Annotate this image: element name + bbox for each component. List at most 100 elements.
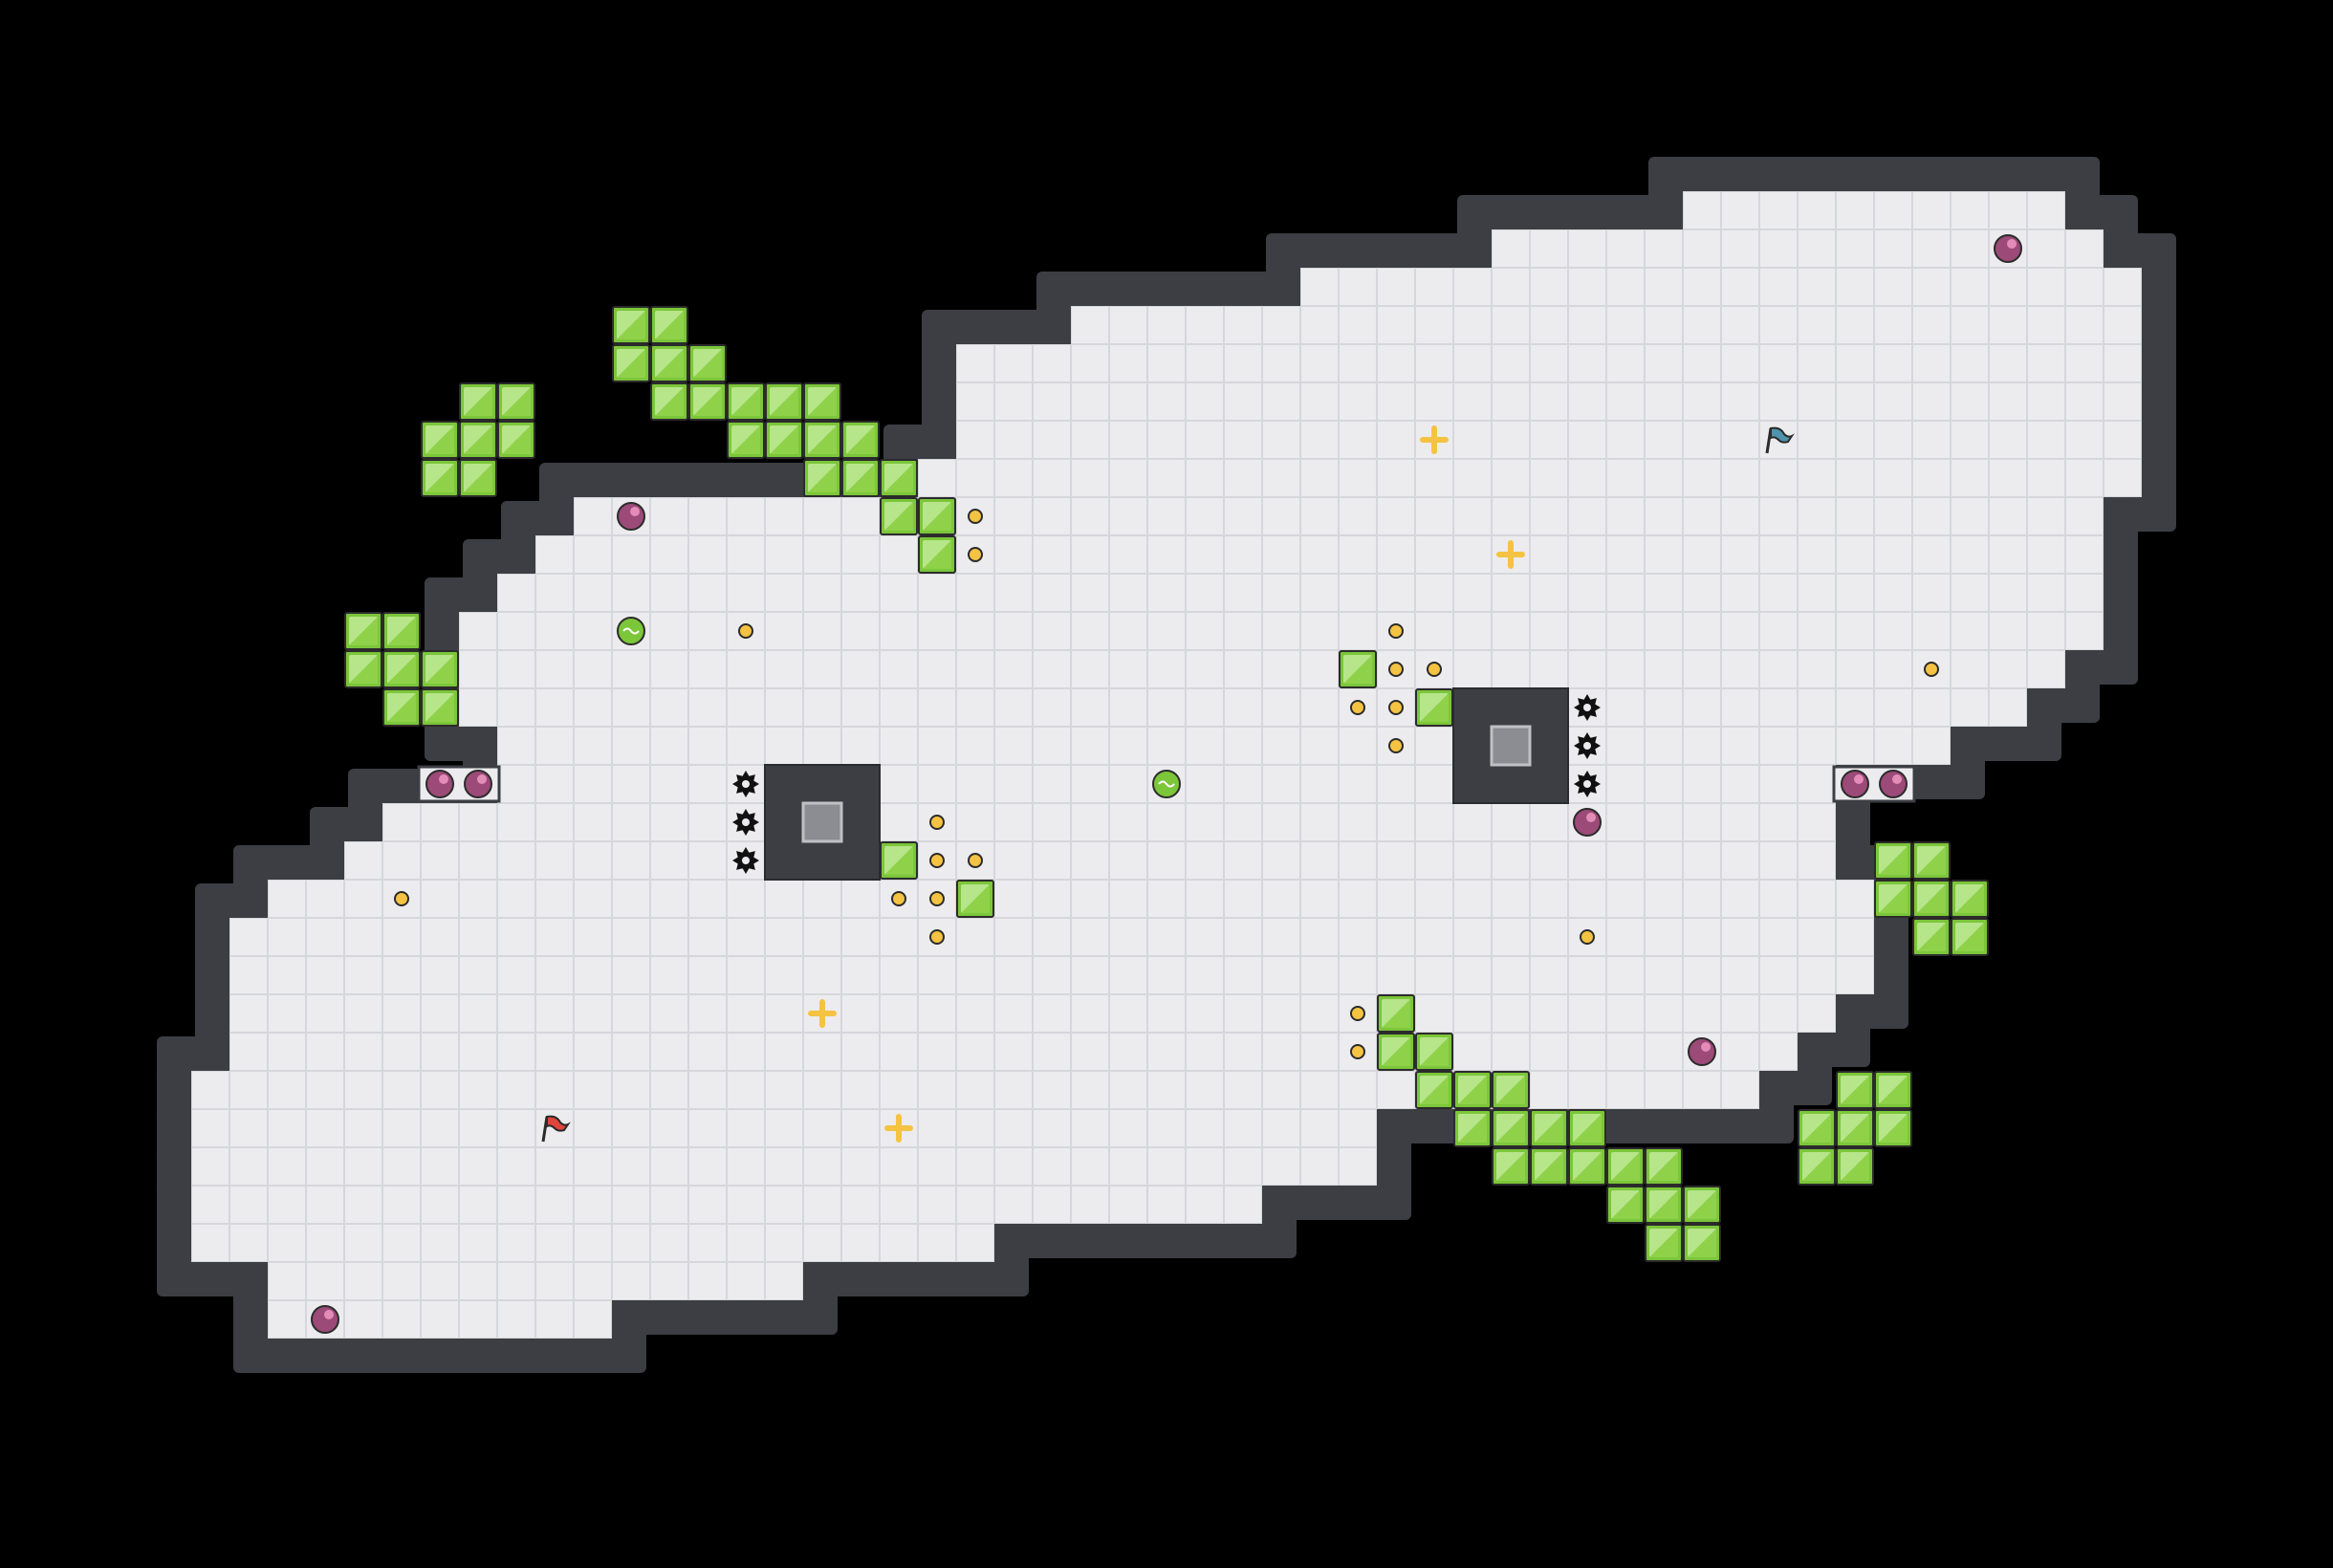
floor-tile	[1109, 574, 1147, 612]
floor-tile	[1721, 306, 1759, 344]
floor-tile	[956, 1033, 994, 1071]
floor-tile	[1224, 497, 1262, 535]
floor-tile	[1071, 994, 1109, 1033]
floor-tile	[1951, 688, 1989, 727]
floor-tile	[1147, 650, 1186, 688]
floor-tile	[1453, 612, 1492, 650]
floor-tile	[344, 1224, 382, 1262]
floor-tile	[1147, 1033, 1186, 1071]
floor-tile	[2027, 650, 2065, 688]
floor-tile	[1300, 1109, 1339, 1147]
floor-tile	[2065, 344, 2104, 382]
crystal-block	[918, 535, 956, 574]
floor-tile	[1186, 727, 1224, 765]
gem-highlight	[1701, 1042, 1711, 1052]
floor-tile	[1109, 803, 1147, 841]
floor-tile	[421, 1071, 459, 1109]
floor-tile	[1109, 421, 1147, 459]
floor-tile	[1109, 306, 1147, 344]
crystal-block	[650, 306, 688, 344]
floor-tile	[994, 421, 1033, 459]
floor-tile	[650, 765, 688, 803]
floor-tile	[268, 1109, 306, 1147]
floor-tile	[1339, 765, 1377, 803]
gem	[1879, 770, 1908, 798]
floor-tile	[1300, 421, 1339, 459]
floor-tile	[1377, 268, 1415, 306]
floor-tile	[918, 574, 956, 612]
floor-tile	[1377, 459, 1415, 497]
floor-tile	[268, 1300, 306, 1339]
floor-tile	[535, 650, 574, 688]
floor-tile	[994, 918, 1033, 956]
floor-tile	[994, 1147, 1033, 1186]
floor-tile	[650, 535, 688, 574]
floor-tile	[1683, 994, 1721, 1033]
floor-tile	[1262, 382, 1300, 421]
floor-tile	[1759, 841, 1798, 880]
floor-tile	[574, 841, 612, 880]
floor-tile	[841, 1109, 880, 1147]
floor-tile	[191, 1147, 229, 1186]
crystal-block	[1798, 1109, 1836, 1147]
crystal-block-facet	[808, 425, 837, 454]
floor-tile	[1033, 612, 1071, 650]
floor-tile	[1798, 497, 1836, 535]
floor-tile	[841, 956, 880, 994]
floor-tile	[1721, 650, 1759, 688]
floor-tile	[1759, 306, 1798, 344]
floor-tile	[382, 1071, 421, 1109]
floor-tile	[880, 688, 918, 727]
crystal-block	[612, 306, 650, 344]
floor-tile	[1798, 574, 1836, 612]
floor-tile	[956, 650, 994, 688]
floor-tile	[459, 1071, 497, 1109]
floor-tile	[1836, 344, 1874, 382]
floor-tile	[956, 841, 994, 880]
floor-tile	[421, 994, 459, 1033]
floor-tile	[459, 650, 497, 688]
floor-tile	[612, 574, 650, 612]
green-ball-wave	[622, 627, 640, 635]
floor-tile	[497, 803, 535, 841]
floor-tile	[1224, 1071, 1262, 1109]
crystal-block	[650, 382, 688, 421]
floor-tile	[1339, 268, 1377, 306]
crystal-block	[344, 650, 382, 688]
floor-tile	[535, 1109, 574, 1147]
floor-tile	[765, 1262, 803, 1300]
floor-tile	[612, 918, 650, 956]
floor-tile	[1759, 803, 1798, 841]
floor-tile	[382, 1109, 421, 1147]
floor-tile	[1606, 880, 1645, 918]
floor-tile	[1683, 918, 1721, 956]
floor-tile	[459, 1186, 497, 1224]
floor-tile	[880, 1071, 918, 1109]
floor-tile	[765, 1071, 803, 1109]
coin	[394, 891, 409, 906]
crystal-block-facet	[1879, 846, 1908, 875]
sparkle-icon	[1420, 425, 1449, 454]
floor-tile	[1951, 191, 1989, 229]
floor-tile	[1798, 727, 1836, 765]
floor-tile	[956, 344, 994, 382]
floor-tile	[1033, 382, 1071, 421]
coin	[891, 891, 906, 906]
floor-tile	[535, 535, 574, 574]
floor-tile	[1836, 382, 1874, 421]
floor-tile	[803, 1147, 841, 1186]
floor-tile	[1147, 1109, 1186, 1147]
floor-tile	[1683, 650, 1721, 688]
floor-tile	[191, 1109, 229, 1147]
crystal-block	[1951, 880, 1989, 918]
floor-tile	[1339, 382, 1377, 421]
floor-tile	[1262, 459, 1300, 497]
floor-tile	[1071, 918, 1109, 956]
floor-tile	[1874, 459, 1912, 497]
crystal-block-facet	[1802, 1114, 1831, 1143]
floor-tile	[956, 459, 994, 497]
floor-tile	[574, 918, 612, 956]
floor-tile	[1568, 229, 1606, 268]
floor-tile	[1339, 918, 1377, 956]
floor-tile	[612, 803, 650, 841]
